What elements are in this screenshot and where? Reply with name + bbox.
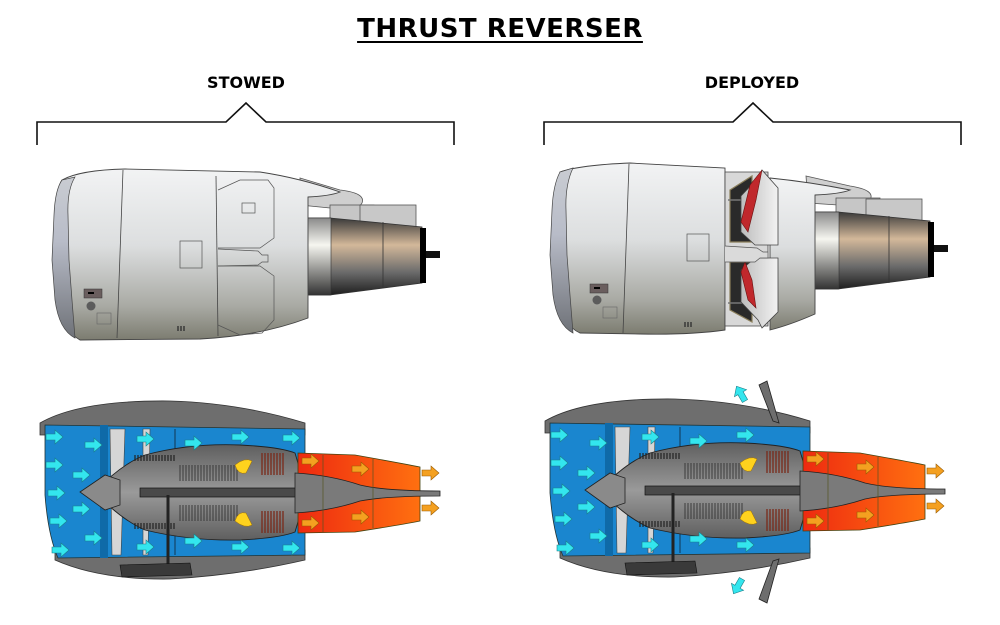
main-shaft	[139, 487, 301, 498]
diagram-title-text: THRUST REVERSER	[357, 14, 643, 44]
diagram-title: THRUST REVERSER	[0, 14, 1000, 44]
deployed-engine-cross-section	[544, 380, 946, 604]
reverser-door-upper	[758, 380, 780, 424]
exhaust-cone	[294, 472, 441, 514]
combustor-flame	[739, 457, 758, 472]
access-panel	[179, 240, 203, 269]
stowed-bracket	[36, 101, 455, 145]
access-panel	[241, 202, 256, 214]
translating-sleeve	[769, 177, 852, 331]
hot-exhaust-arrow	[421, 500, 440, 516]
exhaust-cone	[799, 470, 946, 512]
blocker-door-upper-edge	[740, 169, 763, 233]
main-shaft	[644, 485, 806, 496]
exhaust-plug	[426, 251, 440, 258]
nozzle-ring	[812, 211, 840, 290]
combustor-flame	[234, 512, 253, 527]
combustor-flame	[234, 459, 253, 474]
accessory-gearbox	[119, 562, 193, 578]
drain-port	[86, 301, 96, 311]
nozzle-rim	[928, 222, 934, 277]
deployed-bracket	[543, 101, 962, 145]
reverser-door-lower	[758, 558, 780, 604]
nozzle-rim	[420, 228, 426, 283]
cold-air-arrow	[730, 382, 752, 405]
blocker-door-lower-edge	[740, 261, 757, 309]
cold-air-arrow	[727, 575, 749, 598]
drain-slots	[684, 322, 692, 327]
hot-exhaust-arrow	[926, 463, 945, 479]
hot-exhaust-arrow	[421, 465, 440, 481]
stowed-label: STOWED	[207, 73, 285, 92]
drain-port	[592, 295, 602, 305]
deployed-label: DEPLOYED	[704, 73, 800, 92]
access-panel	[686, 233, 710, 262]
inlet-lip	[51, 176, 76, 339]
combustor-flame	[739, 510, 758, 525]
deployed-nacelle-exterior	[549, 162, 948, 335]
exhaust-plug	[934, 245, 948, 252]
stowed-engine-cross-section	[39, 400, 441, 580]
accessory-gearbox	[624, 560, 698, 576]
nozzle-ring	[304, 217, 332, 296]
spinner	[79, 474, 121, 511]
fan-cowl	[554, 162, 726, 335]
inlet-lip	[549, 167, 574, 334]
spinner	[584, 472, 626, 509]
hot-exhaust-arrow	[926, 498, 945, 514]
fan-cowl	[54, 168, 342, 341]
stowed-nacelle-exterior	[51, 168, 440, 341]
drain-slots	[177, 326, 185, 331]
